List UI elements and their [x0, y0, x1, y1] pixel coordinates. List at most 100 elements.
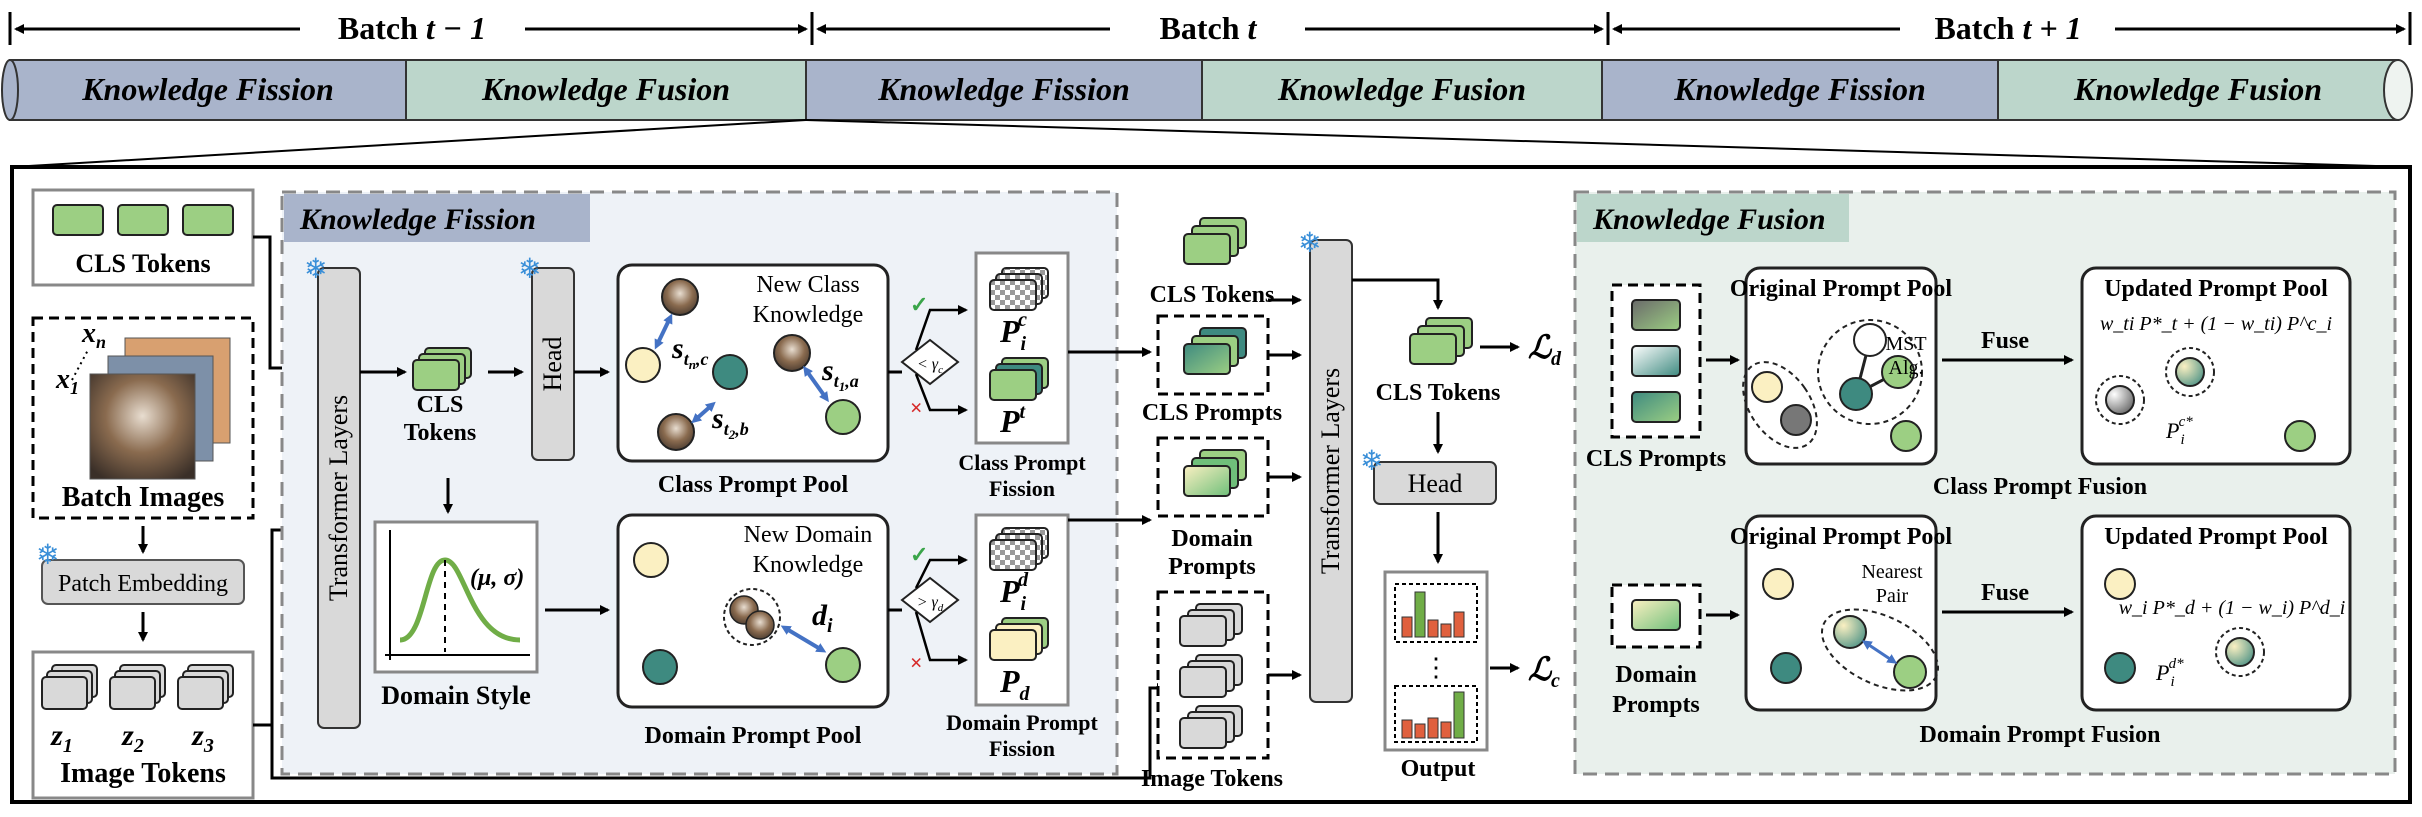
p-i-c-star-label: Pic*: [2165, 414, 2193, 448]
output-bars-1: [1401, 591, 1465, 638]
batch-label: Batch t: [1160, 10, 1258, 46]
segment-label: Knowledge Fission: [1673, 71, 1926, 107]
image-sample-dot: [661, 278, 699, 316]
head-block: [1373, 461, 1497, 505]
output-bars-2: [1401, 691, 1465, 739]
mst-label: MST: [1885, 333, 1926, 355]
class-prompt-fission-label: Fission: [989, 476, 1055, 501]
image-tokens-label: Image Tokens: [1141, 766, 1283, 792]
transformer-layers-block: [1309, 239, 1353, 703]
p-i-c-label: Pic: [999, 309, 1027, 355]
frozen-snowflake-icon: ❄: [304, 254, 327, 285]
prompt-dot: [1881, 355, 1915, 389]
prompt-dot: [1833, 615, 1867, 649]
nearest-pair-label: Pair: [1876, 585, 1909, 607]
cls-token: [182, 204, 234, 236]
check-icon: ✓: [910, 542, 928, 567]
prompt-dot: [825, 399, 861, 435]
s-t2b-label: st2,b: [711, 402, 749, 442]
cls-prompts-label: CLS Prompts: [1586, 446, 1726, 472]
nearest-pair-label: Nearest: [1861, 561, 1923, 583]
z2-label: z2: [121, 719, 144, 757]
domain-prompts-label: Domain: [1615, 662, 1696, 688]
prompt-dot: [1780, 404, 1812, 436]
prompt-dot: [1893, 655, 1927, 689]
domain-prompt-fission-label: Fission: [989, 736, 1055, 761]
prompt-dot: [1762, 568, 1794, 600]
head-block: [531, 267, 575, 461]
cls-token: [1183, 233, 1231, 265]
prompt-token: [1631, 345, 1681, 377]
z1-label: z1: [50, 719, 73, 757]
updated-prompt-pool-label: Updated Prompt Pool: [2104, 524, 2328, 550]
d-i-label: di: [812, 599, 833, 637]
image-token-stack: [41, 664, 98, 710]
new-class-label: Knowledge: [753, 302, 864, 328]
domain-style-box: [373, 520, 539, 674]
timeline-segment-fusion: [1201, 59, 1603, 121]
batch-label: Batch t + 1: [1934, 10, 2081, 46]
prompt-token: [1631, 391, 1681, 423]
cls-token: [52, 204, 104, 236]
image-token-stack: [177, 664, 234, 710]
left-inputs: CLS Tokens x1 xn Batch Images Patch Embe…: [31, 188, 255, 800]
frozen-snowflake-icon: ❄: [518, 254, 541, 285]
checkered-prompt-token: [989, 539, 1037, 571]
fused-prompt-dot: [2225, 637, 2255, 667]
image-tokens-label: Image Tokens: [60, 758, 226, 789]
cross-icon: ×: [910, 650, 923, 675]
class-prompt-fusion-label: Class Prompt Fusion: [1933, 474, 2147, 500]
domain-prompts-label: Prompts: [1168, 554, 1256, 580]
middle-column: CLS Tokens CLS Prompts Domain Prompts Im…: [1141, 217, 1562, 792]
segment-label: Knowledge Fusion: [2073, 71, 2322, 107]
prompt-dot: [633, 542, 669, 578]
checkered-prompt-token: [989, 279, 1037, 311]
segment-label: Knowledge Fusion: [481, 71, 730, 107]
prompt-dot: [1751, 371, 1783, 403]
formula-domain: w_i P*_d + (1 − w_i) P^d_i: [2119, 597, 2346, 619]
new-domain-label: New Domain: [744, 522, 873, 548]
prompt-dot: [625, 347, 661, 383]
original-prompt-pool-label: Original Prompt Pool: [1730, 276, 1953, 302]
prompt-token: [989, 369, 1037, 401]
domain-prompts-label: Prompts: [1612, 692, 1700, 718]
image-sample-dot: [745, 610, 775, 640]
prompt-token: [1183, 465, 1231, 497]
cls-tokens-label: CLS Tokens: [1376, 380, 1501, 406]
timeline-segment-fission: [1601, 59, 1999, 121]
prompt-dot: [1839, 377, 1873, 411]
fuse-label: Fuse: [1981, 580, 2029, 606]
output-label: Output: [1401, 756, 1476, 782]
image-sample-dot: [773, 334, 811, 372]
batch-label: Batch t − 1: [338, 10, 486, 46]
prompt-token: [989, 629, 1037, 661]
domain-prompt-fusion-label: Domain Prompt Fusion: [1920, 722, 2161, 748]
prompt-dot: [642, 649, 678, 685]
head-label: Head: [1408, 469, 1463, 498]
prompt-token: [1183, 343, 1231, 375]
frozen-snowflake-icon: ❄: [1298, 228, 1321, 259]
mu-sigma-label: (μ, σ): [470, 565, 524, 591]
fusion-panel: Knowledge Fusion CLS Prompts Original Pr…: [1573, 190, 2397, 776]
p-i-d-star-label: Pid*: [2155, 656, 2184, 690]
class-prompt-pool-label: Class Prompt Pool: [658, 472, 849, 498]
cls-token: [117, 204, 169, 236]
original-prompt-pool-label: Original Prompt Pool: [1730, 524, 1953, 550]
check-icon: ✓: [910, 292, 928, 317]
prompt-dot: [2284, 420, 2316, 452]
p-i-d-label: Pid: [999, 569, 1029, 615]
cls-token: [412, 359, 460, 391]
x1-label: x1: [55, 364, 79, 398]
cls-tokens-label: Tokens: [404, 420, 477, 446]
cls-tokens-label: CLS: [417, 392, 464, 418]
frozen-snowflake-icon: ❄: [36, 540, 59, 571]
prompt-dot: [825, 647, 861, 683]
class-prompt-fission-label: Class Prompt: [958, 450, 1086, 475]
timeline: Batch t − 1 Batch t Batch t + 1 Knowledg…: [1, 10, 2413, 168]
fused-prompt-dot: [2175, 357, 2205, 387]
patch-embedding-label: Patch Embedding: [58, 571, 228, 597]
prompt-dot: [1853, 323, 1887, 357]
domain-prompt-pool-label: Domain Prompt Pool: [645, 723, 862, 749]
